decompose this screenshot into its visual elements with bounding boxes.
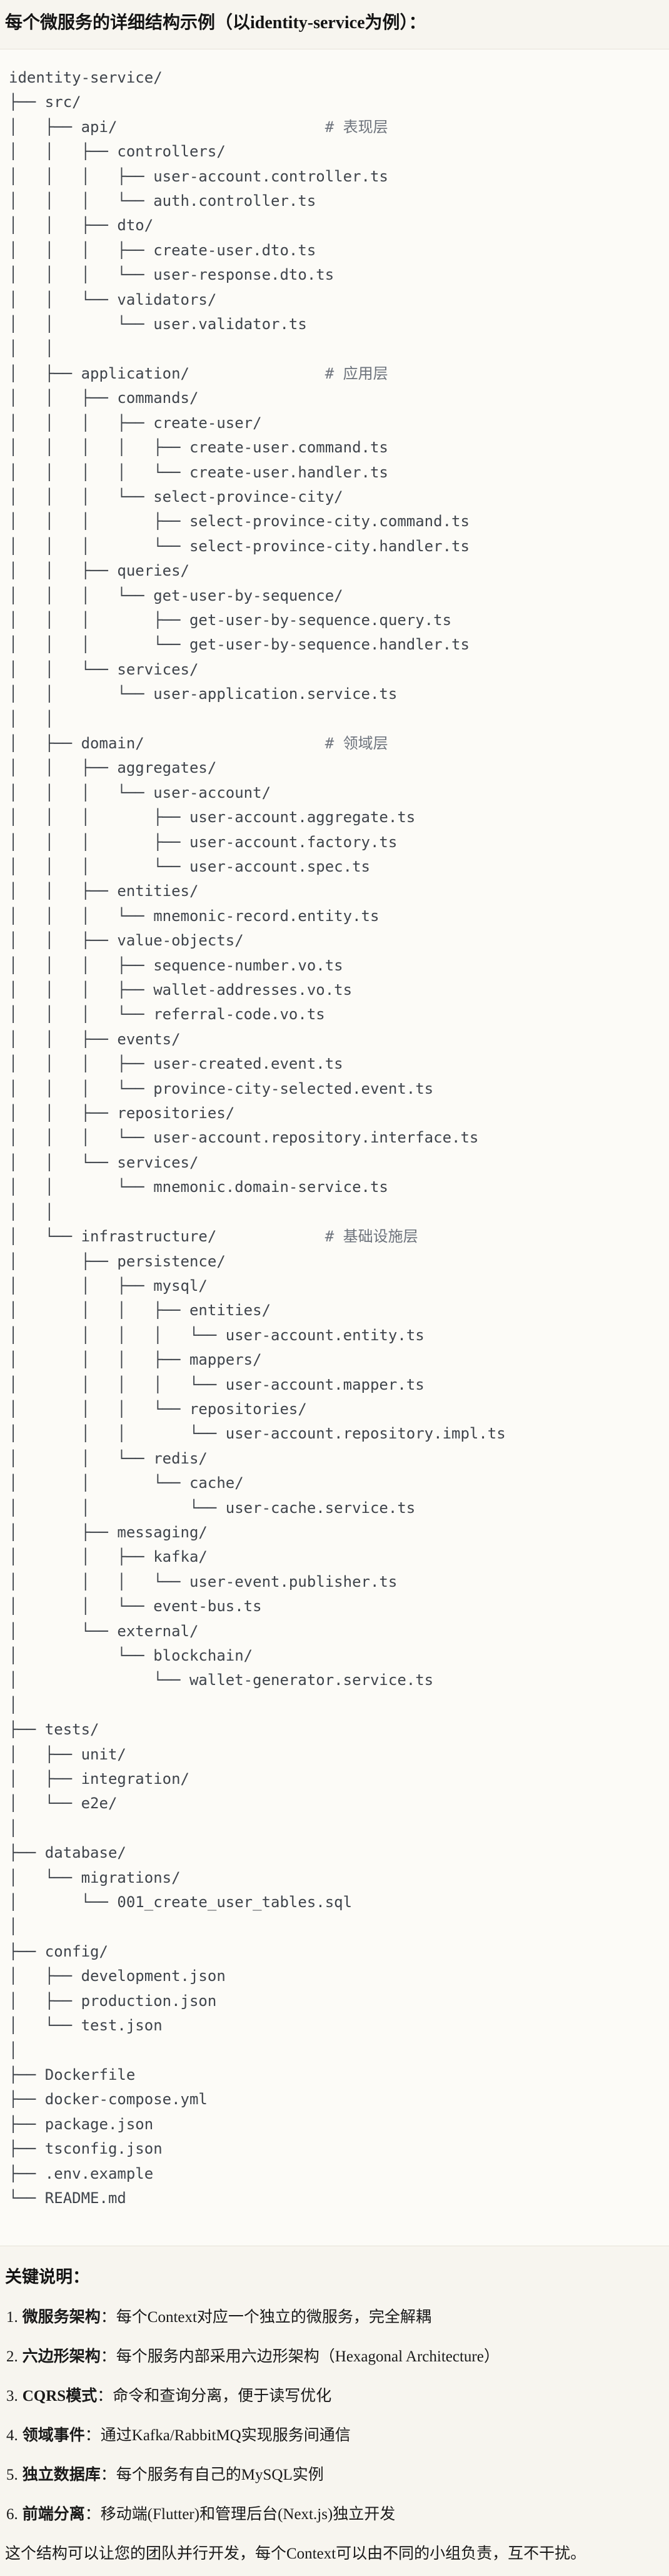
key-note-label: 微服务架构	[22, 2309, 101, 2326]
tree-layer-comment: # 表现层	[324, 118, 388, 136]
tree-layer-comment: # 基础设施层	[324, 1228, 418, 1246]
closing-paragraph: 这个结构可以让您的团队并行开发，每个Context可以由不同的小组负责，互不干扰…	[5, 2545, 586, 2563]
key-note-item: 2.六边形架构：每个服务内部采用六边形架构（Hexagonal Architec…	[0, 2346, 669, 2368]
key-note-text: ：移动端(Flutter)和管理后台(Next.js)独立开发	[84, 2506, 396, 2523]
directory-tree: identity-service/ ├── src/ │ ├── api/ # …	[9, 69, 506, 2207]
tree-layer-comment: # 领域层	[324, 734, 388, 752]
key-note-label: CQRS模式	[22, 2388, 98, 2405]
key-notes-heading: 关键说明：	[5, 2268, 89, 2287]
key-note-number: 2.	[6, 2348, 18, 2366]
key-note-item: 6.前端分离：移动端(Flutter)和管理后台(Next.js)独立开发	[0, 2503, 669, 2525]
key-note-item: 4.领域事件：通过Kafka/RabbitMQ实现服务间通信	[0, 2425, 669, 2446]
key-note-number: 1.	[6, 2309, 18, 2326]
code-block: identity-service/ ├── src/ │ ├── api/ # …	[0, 49, 669, 2247]
page-title: 每个微服务的详细结构示例（以identity-service为例）：	[5, 13, 426, 33]
key-note-label: 六边形架构	[22, 2348, 101, 2366]
key-note-label: 独立数据库	[22, 2467, 101, 2484]
key-note-item: 3.CQRS模式：命令和查询分离，便于读写优化	[0, 2385, 669, 2407]
key-note-item: 1.微服务架构：每个Context对应一个独立的微服务，完全解耦	[0, 2306, 669, 2328]
key-note-text: ：命令和查询分离，便于读写优化	[97, 2388, 332, 2405]
key-note-label: 领域事件	[22, 2427, 85, 2445]
tree-layer-comment: # 应用层	[324, 364, 388, 382]
key-note-number: 4.	[6, 2427, 18, 2445]
key-note-number: 3.	[6, 2388, 18, 2405]
key-note-number: 6.	[6, 2506, 18, 2523]
key-note-text: ：每个服务内部采用六边形架构（Hexagonal Architecture）	[100, 2348, 500, 2366]
key-note-item: 5.独立数据库：每个服务有自己的MySQL实例	[0, 2464, 669, 2486]
key-note-text: ：通过Kafka/RabbitMQ实现服务间通信	[84, 2427, 351, 2445]
key-note-number: 5.	[6, 2467, 18, 2484]
key-note-text: ：每个服务有自己的MySQL实例	[100, 2467, 324, 2484]
key-note-text: ：每个Context对应一个独立的微服务，完全解耦	[100, 2309, 431, 2326]
key-note-label: 前端分离	[22, 2506, 85, 2523]
